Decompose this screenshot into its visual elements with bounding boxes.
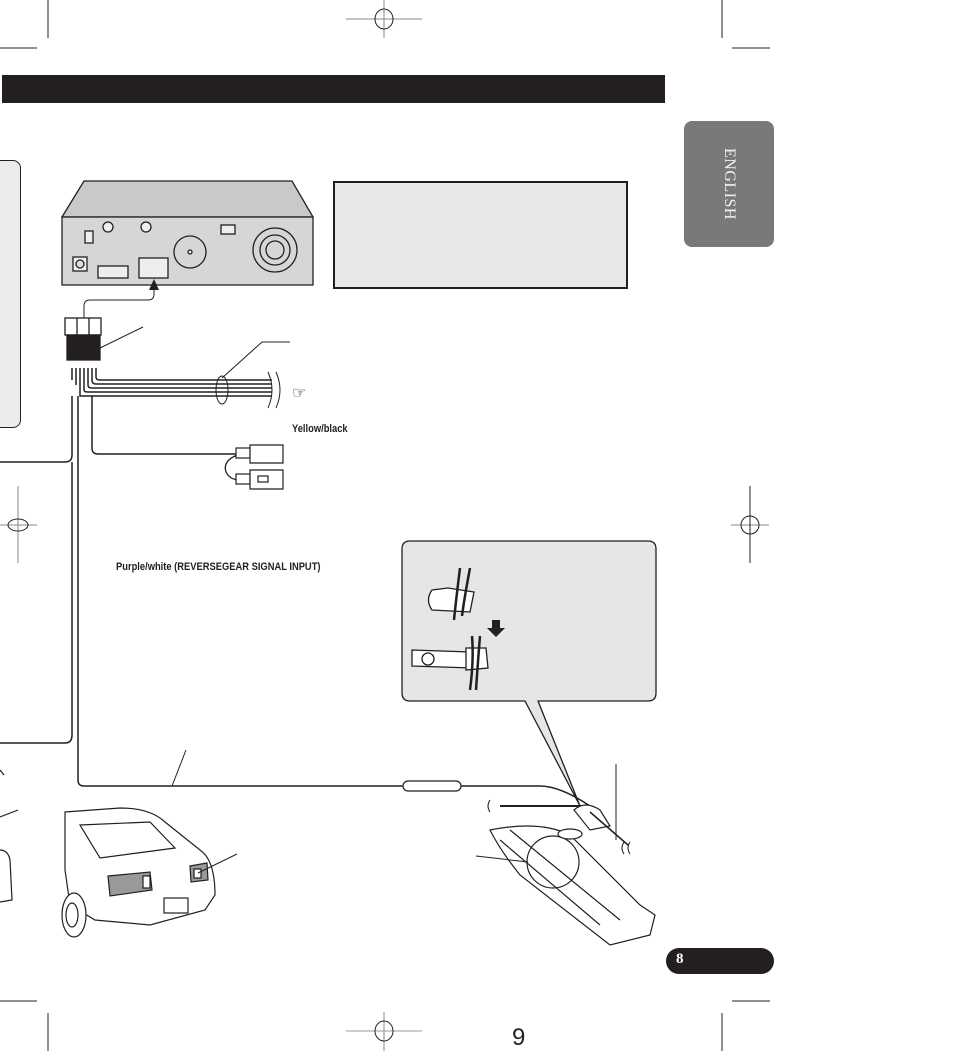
page-number-badge: 8 bbox=[666, 948, 774, 974]
purple-white-label: Purple/white (REVERSEGEAR SIGNAL INPUT) bbox=[116, 561, 321, 573]
spade-connectors bbox=[235, 444, 284, 490]
page-number-badge-text: 8 bbox=[676, 951, 684, 967]
head-unit-rear bbox=[60, 180, 315, 286]
connector-arrow bbox=[83, 285, 155, 318]
registration-mark-top bbox=[346, 0, 422, 38]
wire-bundle bbox=[71, 368, 272, 397]
registration-mark-left bbox=[0, 486, 37, 563]
yellow-black-wire bbox=[91, 396, 240, 455]
rear-window-illustration bbox=[475, 764, 656, 946]
harness-connector bbox=[64, 317, 102, 361]
language-tab: ENGLISH bbox=[684, 121, 774, 247]
note-box bbox=[333, 181, 628, 289]
crop-marks bbox=[0, 0, 770, 1051]
registration-mark-bottom bbox=[346, 1012, 422, 1051]
partial-left-illustration bbox=[0, 769, 19, 903]
down-arrow-icon bbox=[487, 620, 505, 637]
folio-number: 9 bbox=[512, 1024, 526, 1051]
side-panel bbox=[0, 160, 21, 428]
car-rear-illustration bbox=[61, 807, 216, 938]
inline-fuse bbox=[402, 780, 462, 792]
purple-white-wire bbox=[77, 396, 404, 787]
registration-mark-right bbox=[731, 486, 769, 563]
wire-to-left bbox=[0, 396, 73, 463]
yellow-black-label: Yellow/black bbox=[292, 423, 348, 435]
section-header-bar bbox=[2, 75, 665, 103]
pointing-hand-icon: ☞ bbox=[292, 385, 306, 402]
inset-callout bbox=[401, 540, 657, 807]
